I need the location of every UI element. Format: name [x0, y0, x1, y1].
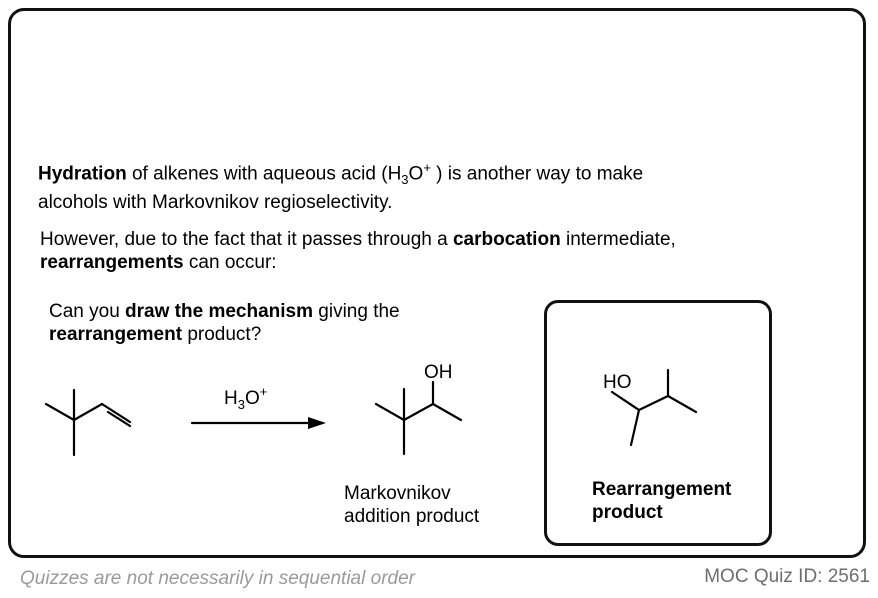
answer-reveal-box[interactable]	[544, 300, 772, 546]
rearrangement-caption: Rearrangement product	[592, 479, 732, 523]
quiz-card	[8, 8, 866, 558]
footer-note: Quizzes are not necessarily in sequentia…	[20, 568, 415, 589]
hydroxyl-label: OH	[424, 362, 453, 383]
hydration-term: Hydration	[38, 163, 127, 185]
rearrangement-product-structure	[610, 368, 698, 447]
reagent-label: H3O+	[224, 384, 267, 412]
question-prompt: Can you draw the mechanism giving the re…	[49, 301, 400, 345]
markovnikov-caption: Markovnikov addition product	[344, 483, 480, 527]
quiz-id: MOC Quiz ID: 2561	[704, 566, 870, 587]
hydroxyl-label-answer: HO	[603, 372, 632, 393]
intro-paragraph: Hydration of alkenes with aqueous acid (…	[38, 160, 644, 214]
however-paragraph: However, due to the fact that it passes …	[40, 229, 676, 273]
carbocation-term: carbocation	[452, 229, 561, 250]
arrow-head-icon	[308, 417, 326, 429]
starting-alkene-structure	[44, 388, 132, 457]
markovnikov-product-structure	[374, 380, 463, 456]
rearrangements-term: rearrangements	[40, 252, 184, 273]
